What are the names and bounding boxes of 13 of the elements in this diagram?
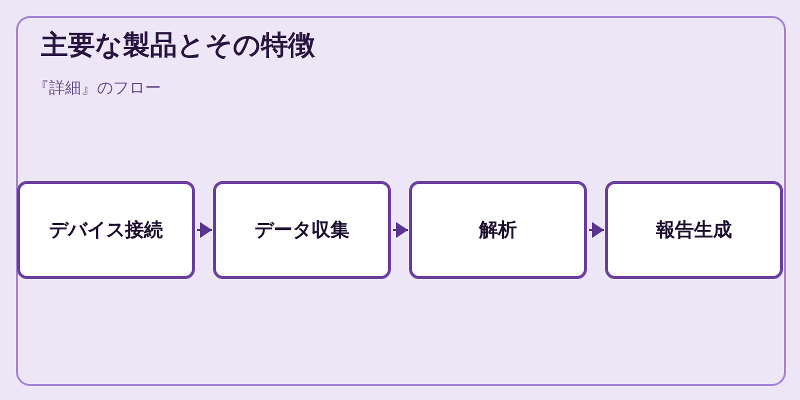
step-label: データ収集 [254,218,350,243]
process-box [17,181,195,279]
arrow [589,222,604,238]
step-label: デバイス接続 [49,218,163,243]
process-box [605,181,783,279]
step-label: 報告生成 [656,218,732,243]
step-label: 解析 [479,218,517,243]
title: 主要な製品とその特徴 [41,29,315,63]
arrow [393,222,408,238]
subtitle: 『詳細』のフロー [33,77,161,99]
arrow [197,222,212,238]
process-box [409,181,587,279]
process-box [213,181,391,279]
